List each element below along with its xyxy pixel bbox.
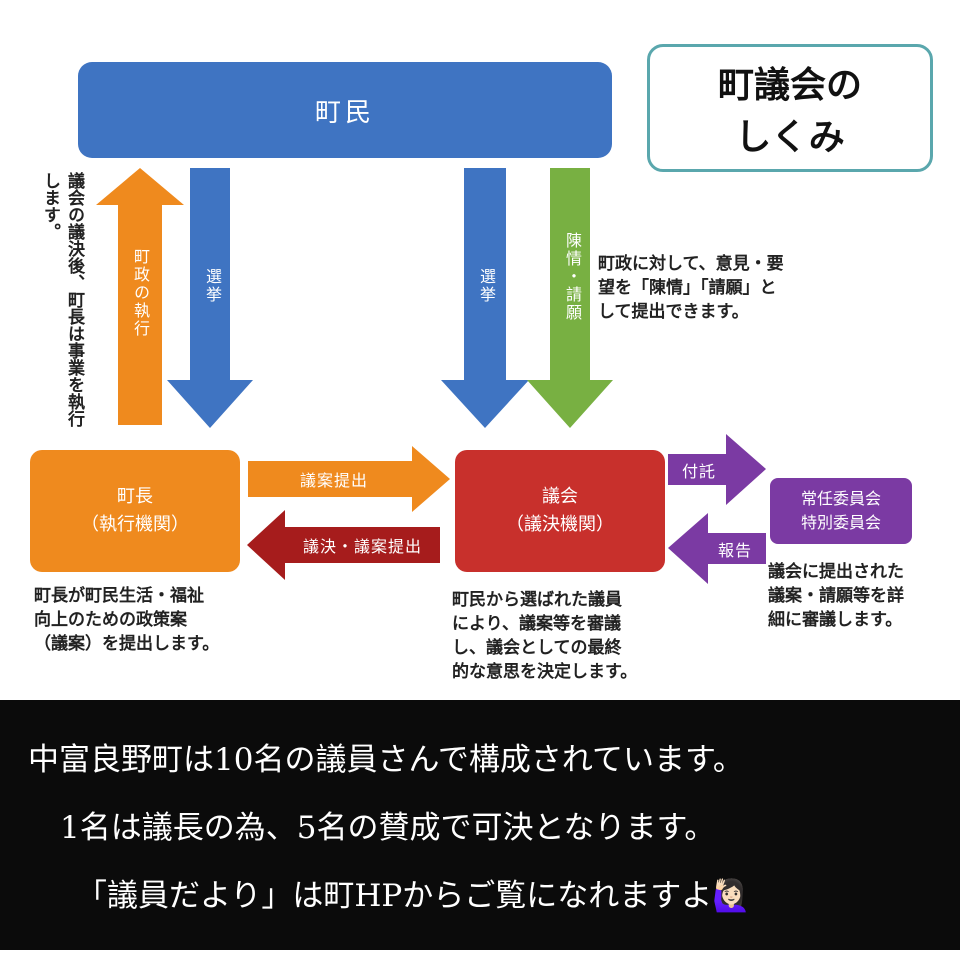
referral-label: 付託 (681, 461, 716, 481)
report-label: 報告 (717, 540, 752, 560)
caption-line-3: 「議員だより」は町HPからご覧になれますよ🙋🏻‍♀️ (76, 878, 751, 914)
residents-box: 町民 (78, 62, 612, 158)
caption-band: 中富良野町は10名の議員さんで構成されています。 1名は議長の為、5名の賛成で可… (0, 700, 960, 950)
election-arrow-right (441, 168, 529, 428)
committee-note: 議会に提出された 議案・請願等を詳 細に審議します。 (768, 562, 904, 630)
report-arrow (668, 513, 766, 584)
council-label: 議会 (542, 486, 578, 507)
election-right-label: 選挙 (477, 268, 496, 304)
election-left-label: 選挙 (203, 268, 222, 304)
execution-arrow (96, 168, 184, 425)
caption-line-1: 中富良野町は10名の議員さんで構成されています。 (28, 742, 744, 778)
committee-label-2: 特別委員会 (800, 513, 881, 532)
council-system-diagram: 町民 町議会の しくみ 町政の執行 選挙 選挙 陳情・請願 議会の議決後、町長は… (30, 44, 933, 682)
execution-arrow-label: 町政の執行 (131, 248, 150, 338)
title-line2: しくみ (735, 117, 845, 158)
resolution-arrow (247, 510, 440, 580)
referral-arrow (668, 434, 766, 505)
petition-label: 陳情・請願 (563, 232, 582, 322)
mayor-box: 町長 （執行機関） (30, 450, 240, 572)
residents-label: 町民 (314, 97, 375, 128)
bill-submit-label: 議案提出 (299, 471, 368, 490)
title-box: 町議会の しくみ (647, 44, 933, 172)
mayor-note: 町長が町民生活・福祉 向上のための政策案 （議案）を提出します。 (34, 586, 220, 654)
mayor-label: 町長 (117, 486, 153, 507)
petition-arrow (527, 168, 613, 428)
resolution-label: 議決・議案提出 (302, 537, 422, 556)
mayor-sublabel: （執行機関） (81, 514, 189, 535)
caption-line-2: 1名は議長の為、5名の賛成で可決となります。 (60, 810, 716, 846)
title-line1: 町議会の (717, 65, 862, 106)
council-sublabel: （議決機関） (506, 514, 614, 535)
council-box: 議会 （議決機関） (455, 450, 665, 572)
petition-note: 町政に対して、意見・要 望を「陳情」「請願」と して提出できます。 (598, 254, 784, 322)
committee-box: 常任委員会 特別委員会 (770, 478, 912, 544)
execution-note: 議会の議決後、町長は事業を執行します。 (40, 172, 84, 427)
committee-label-1: 常任委員会 (800, 489, 881, 508)
bill-submit-arrow (248, 446, 450, 512)
arrow-layer (96, 168, 766, 584)
election-arrow-left (167, 168, 253, 428)
council-note: 町民から選ばれた議員 により、議案等を審議 し、議会としての最終 的な意思を決定… (452, 590, 638, 682)
